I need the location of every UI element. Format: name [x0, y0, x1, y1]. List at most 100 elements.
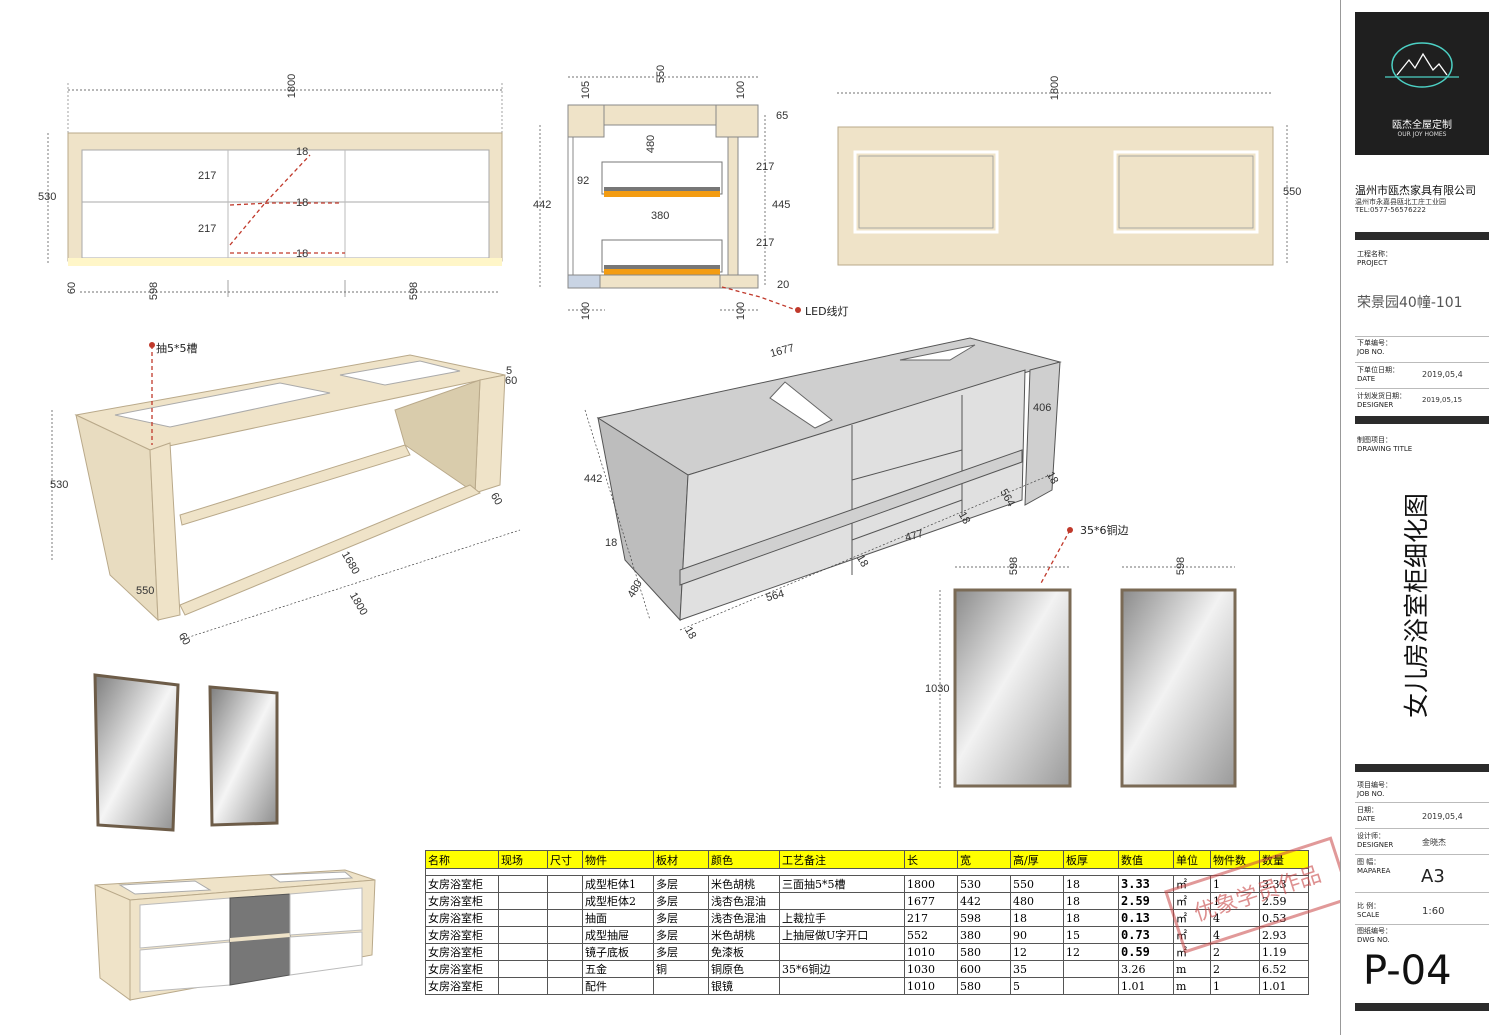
table-cell: 0.13: [1118, 909, 1174, 927]
top-view-drawing: [837, 92, 1288, 266]
table-cell: 530: [957, 875, 1011, 893]
header-cell: 工艺备注: [779, 850, 905, 869]
bottom-right-dim: 598: [408, 281, 421, 301]
table-cell: [498, 909, 548, 927]
table-cell: [547, 892, 583, 910]
title-divider: [1355, 828, 1489, 829]
table-cell: [779, 977, 905, 995]
scale-label: 比 例：SCALE: [1357, 902, 1381, 919]
mirror-right-width-dim: 598: [1175, 556, 1188, 576]
gap-dim-3: 18: [296, 248, 309, 260]
table-cell: 580: [957, 943, 1011, 961]
groove-label: 抽5*5槽: [156, 342, 198, 355]
logo-text: 瓯杰全屋定制: [1392, 120, 1452, 131]
table-cell: 女房浴室柜: [425, 909, 499, 927]
table-cell: [1063, 977, 1119, 995]
table-cell: 1800: [904, 875, 958, 893]
top-view-width-dim: 1800: [1049, 75, 1062, 101]
table-cell: 18: [1010, 909, 1064, 927]
table-cell: 0.59: [1118, 943, 1174, 961]
table-cell: 1030: [904, 960, 958, 978]
table-cell: 2.59: [1259, 892, 1309, 910]
header-cell: 现场: [498, 850, 548, 869]
section-base-dim: 20: [777, 279, 790, 291]
map-area-label: 图 幅：MAPAREA: [1357, 858, 1391, 875]
table-cell: [779, 892, 905, 910]
table-cell: 600: [957, 960, 1011, 978]
table-cell: 6.52: [1259, 960, 1309, 978]
order-date-label: 下单位日期：DATE: [1357, 366, 1399, 383]
table-cell: 550: [1010, 875, 1064, 893]
table-cell: 1.01: [1118, 977, 1174, 995]
drawer-height-dim-1: 217: [198, 170, 217, 182]
title-divider: [1355, 924, 1489, 925]
mirror-left-width-dim: 598: [1008, 556, 1021, 576]
header-cell: 尺寸: [547, 850, 583, 869]
table-cell: 女房浴室柜: [425, 926, 499, 944]
section-drawer-upper-dim: 217: [756, 161, 775, 173]
table-cell: 上抽屉做U字开口: [779, 926, 905, 944]
company-name: 温州市瓯杰家具有限公司: [1355, 184, 1476, 197]
title-divider-bar: [1355, 1003, 1489, 1011]
table-cell: 女房浴室柜: [425, 875, 499, 893]
project-no-label: 项目编号：JOB NO.: [1357, 781, 1392, 798]
table-cell: 580: [957, 977, 1011, 995]
front-height-dim: 530: [38, 191, 57, 203]
section-inner-width-dim: 480: [645, 134, 658, 154]
ship-date-label: 计划发货日期：DESIGNER: [1357, 392, 1406, 409]
mirror-perspective: [93, 673, 279, 832]
table-cell: 成型柜体1: [582, 875, 654, 893]
material-table: 名称 现场 尺寸 物件 板材 颜色 工艺备注 长 宽 高/厚 板厚 数值 单位 …: [425, 850, 1309, 995]
title-divider-bar: [1355, 232, 1489, 240]
project-label: 工程名称：PROJECT: [1357, 250, 1392, 267]
table-cell: 0.73: [1118, 926, 1174, 944]
table-cell: 女房浴室柜: [425, 943, 499, 961]
table-cell: [779, 943, 905, 961]
table-cell: 三面抽5*5槽: [779, 875, 905, 893]
mirror-height-dim: 1030: [925, 683, 950, 695]
gap-dim-2: 18: [296, 197, 309, 209]
table-cell: 成型抽屉: [582, 926, 654, 944]
title-divider: [1355, 336, 1489, 337]
gap-dim-1: 18: [296, 146, 309, 158]
table-cell: [653, 977, 709, 995]
title-divider: [1355, 802, 1489, 803]
table-cell: 15: [1063, 926, 1119, 944]
title-divider: [1355, 388, 1489, 389]
table-cell: 五金: [582, 960, 654, 978]
table-cell: 35: [1010, 960, 1064, 978]
table-cell: 多层: [653, 892, 709, 910]
table-cell: [547, 875, 583, 893]
scale-value: 1:60: [1422, 906, 1445, 917]
table-cell: 上裁拉手: [779, 909, 905, 927]
table-cell: 3.33: [1118, 875, 1174, 893]
table-cell: 抽面: [582, 909, 654, 927]
logo-subtext: OUR JOY HOMES: [1397, 131, 1447, 138]
led-label: LED线灯: [805, 305, 849, 318]
front-elevation-drawing: [47, 83, 503, 297]
drawing-date: 2019,05,4: [1422, 812, 1463, 821]
copper-edge-label: 35*6铜边: [1080, 524, 1129, 537]
table-cell: 480: [1010, 892, 1064, 910]
table-cell: 银镜: [708, 977, 780, 995]
table-cell: 12: [1010, 943, 1064, 961]
table-cell: [1063, 960, 1119, 978]
header-cell: 板厚: [1063, 850, 1119, 869]
title-divider-bar: [1355, 416, 1489, 424]
table-cell: 380: [957, 926, 1011, 944]
table-cell: 18: [1063, 909, 1119, 927]
bottom-left-dim: 598: [148, 281, 161, 301]
dwg-no-label: 图纸编号：DWG NO.: [1357, 927, 1392, 944]
table-cell: 12: [1063, 943, 1119, 961]
table-cell: [498, 875, 548, 893]
table-cell: 442: [957, 892, 1011, 910]
title-divider: [1355, 854, 1489, 855]
top-view-depth-dim: 550: [1283, 186, 1302, 198]
table-cell: 2.93: [1259, 926, 1309, 944]
section-left-top-dim: 105: [580, 80, 593, 100]
logo-panel: 瓯杰全屋定制 OUR JOY HOMES: [1355, 12, 1489, 155]
cabinet-perspective: [94, 869, 376, 1001]
